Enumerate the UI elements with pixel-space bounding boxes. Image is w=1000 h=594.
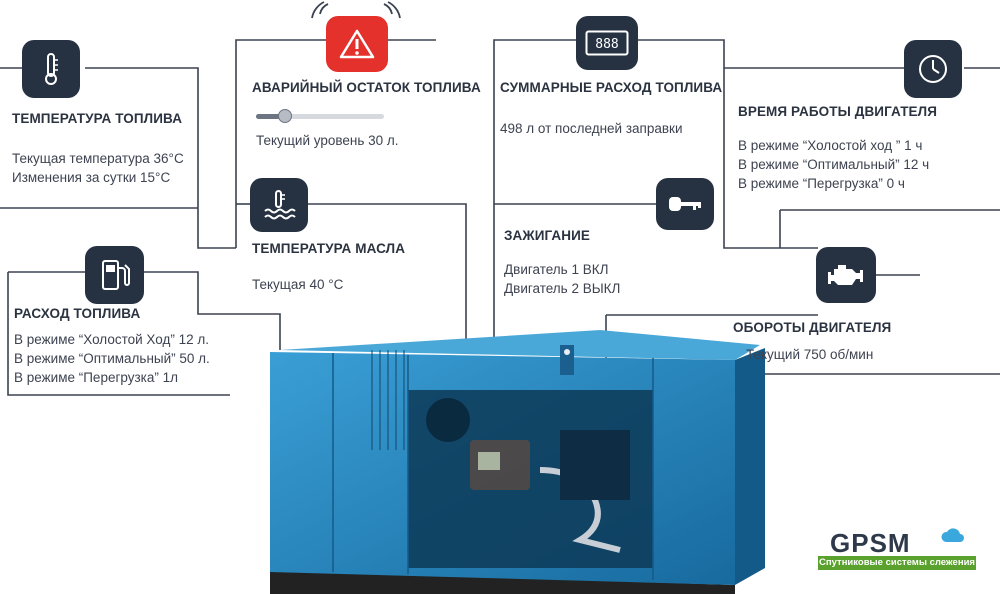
fuel-consumption-idle: В режиме “Холостой Ход” 12 л. bbox=[14, 332, 209, 347]
oil-temperature-icon bbox=[250, 178, 308, 232]
oil-temp-value: Текущая 40 °С bbox=[252, 277, 344, 292]
fuel-temp-title: ТЕМПЕРАТУРА ТОПЛИВА bbox=[12, 111, 183, 126]
fuel-consumption-optimal: В режиме “Оптимальный” 50 л. bbox=[14, 351, 210, 366]
logo-tagline: Спутниковые системы слежения bbox=[818, 556, 976, 570]
engine-hours-idle: В режиме “Холостой ход ” 1 ч bbox=[738, 138, 923, 153]
oil-temp-title: ТЕМПЕРАТУРА МАСЛА bbox=[252, 241, 406, 256]
ignition-title: ЗАЖИГАНИЕ bbox=[504, 228, 591, 243]
fuel-temp-daily-change: Изменения за сутки 15°С bbox=[12, 170, 171, 185]
fuel-level-knob bbox=[278, 109, 293, 123]
fuel-level-fill bbox=[256, 114, 286, 119]
wireless-signal-icon bbox=[311, 1, 401, 19]
ignition-engine-2: Двигатель 2 ВЫКЛ bbox=[504, 281, 621, 296]
fuel-pump-icon bbox=[85, 246, 144, 304]
logo-wordmark: GPSM bbox=[830, 528, 911, 558]
digital-display-icon: 888 bbox=[576, 16, 638, 70]
engine-rpm-value: Текущий 750 об/мин bbox=[746, 347, 874, 362]
ignition-engine-1: Двигатель 1 ВКЛ bbox=[504, 262, 609, 277]
gpsm-logo: GPSM Спутниковые системы слежения bbox=[818, 528, 976, 572]
cloud-icon bbox=[941, 528, 964, 542]
key-icon bbox=[656, 178, 714, 230]
engine-hours-overload: В режиме “Перегрузка” 0 ч bbox=[738, 176, 905, 191]
thermometer-icon bbox=[22, 40, 80, 98]
fuel-reserve-title: АВАРИЙНЫЙ ОСТАТОК ТОПЛИВА bbox=[252, 80, 481, 95]
engine-hours-title: ВРЕМЯ РАБОТЫ ДВИГАТЕЛЯ bbox=[738, 104, 938, 119]
total-consumption-title: СУММАРНЫЕ РАСХОД ТОПЛИВА bbox=[500, 80, 723, 95]
fuel-temp-current: Текущая температура 36°С bbox=[12, 151, 184, 166]
clock-icon bbox=[904, 40, 962, 98]
display-digits: 888 bbox=[595, 37, 618, 52]
fuel-consumption-overload: В режиме “Перегрузка” 1л bbox=[14, 370, 179, 385]
fuel-consumption-title: РАСХОД ТОПЛИВА bbox=[14, 306, 141, 321]
fuel-level-text: Текущий уровень 30 л. bbox=[256, 133, 399, 148]
engine-icon bbox=[816, 247, 876, 303]
engine-hours-optimal: В режиме “Оптимальный” 12 ч bbox=[738, 157, 930, 172]
fuel-level-bar bbox=[256, 109, 384, 123]
total-consumption-value: 498 л от последней заправки bbox=[500, 121, 683, 136]
engine-rpm-title: ОБОРОТЫ ДВИГАТЕЛЯ bbox=[733, 320, 892, 335]
warning-triangle-icon bbox=[326, 16, 388, 72]
